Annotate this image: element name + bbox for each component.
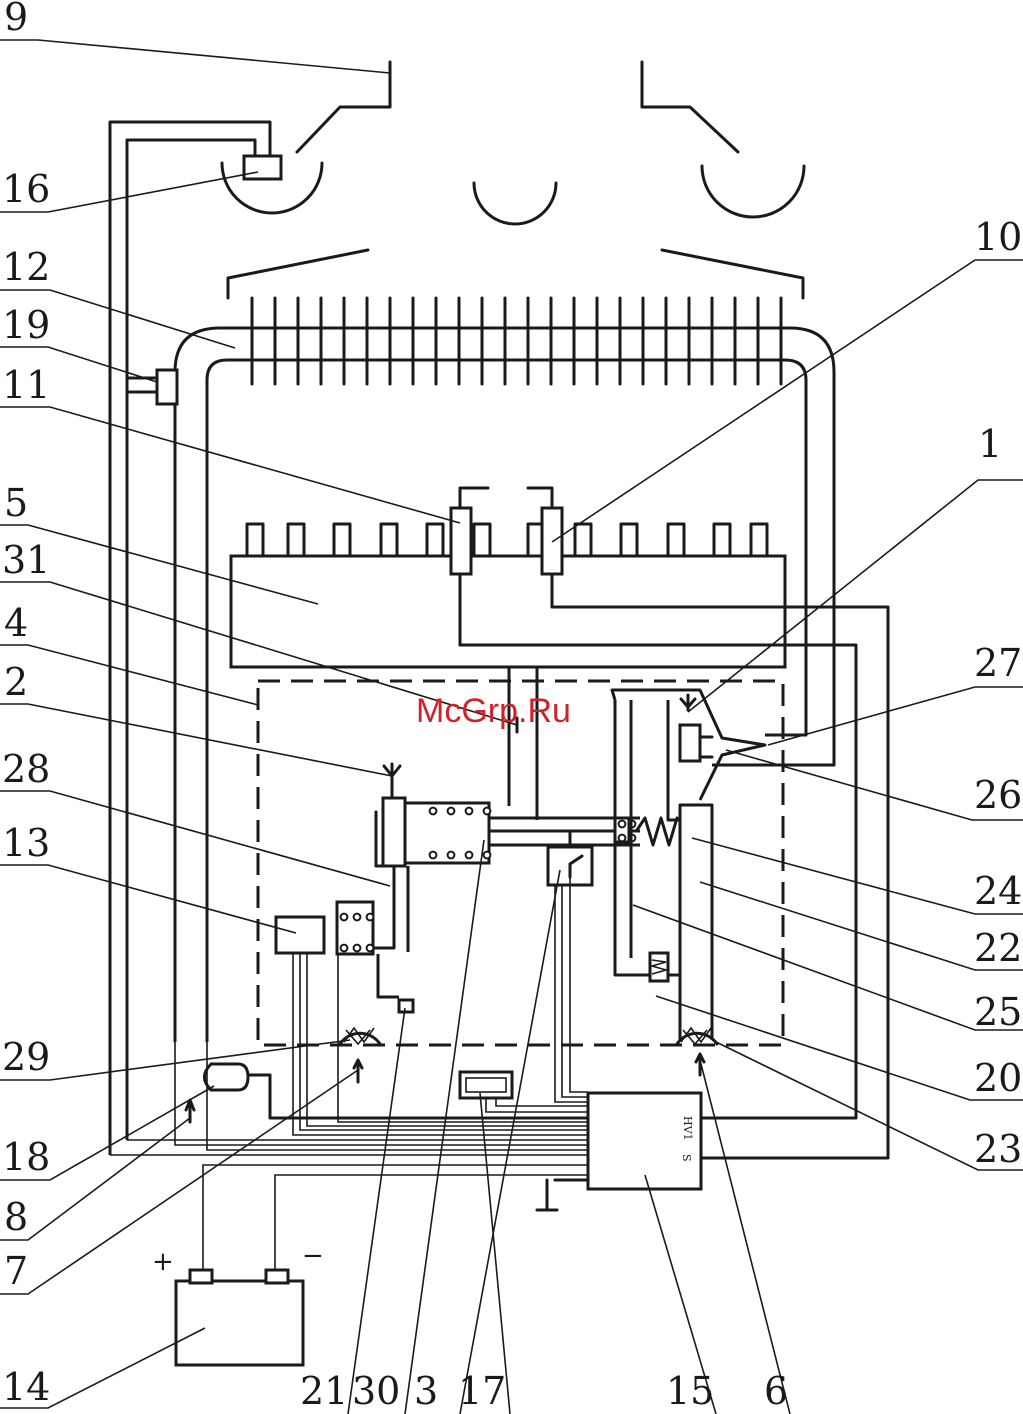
callout-22: 22 [974,926,1022,970]
callout-20: 20 [974,1056,1022,1100]
callout-5: 5 [4,481,28,525]
callout-27: 27 [974,641,1022,685]
callout-3: 3 [414,1369,438,1413]
callout-9: 9 [4,0,28,39]
exchanger-coil [175,328,834,1042]
gas-valve [376,764,405,866]
watermark: McGrp.Ru [416,692,571,730]
callout-16: 16 [2,167,50,211]
gas-passage [372,866,408,952]
secondary-solenoid [337,902,413,1012]
callout-6: 6 [764,1369,788,1413]
callout-11: 11 [2,363,50,407]
callout-15: 15 [666,1369,714,1413]
callout-10: 10 [974,215,1022,259]
callout-1: 1 [978,422,1002,466]
solenoid-coil [405,803,490,863]
callout-13: 13 [2,821,50,865]
controller-s-mark: S [680,1154,693,1162]
callout-17: 17 [458,1369,506,1413]
gas-filter [340,1028,380,1044]
callout-24: 24 [974,869,1022,913]
callout-2: 2 [4,660,28,704]
callout-18: 18 [2,1135,50,1179]
microswitch [548,831,592,885]
flue-hood [297,62,738,152]
battery-plus: + [152,1247,174,1277]
callout-21: 21 [300,1369,348,1413]
callout-8: 8 [4,1195,28,1239]
controller: HV1 S [537,1093,701,1210]
pressure-switch [276,917,324,953]
exchanger-hood-left [228,250,368,298]
deflector-right [702,166,804,217]
callout-19: 19 [2,303,50,347]
controller-hv-mark: HV1 [681,1116,694,1141]
callout-29: 29 [2,1035,50,1079]
deflector-center [474,183,556,224]
burner [231,556,785,667]
callout-28: 28 [2,747,50,791]
battery-minus: − [302,1241,324,1271]
callout-26: 26 [974,773,1022,817]
water-temp-sensor [157,370,177,404]
callout-4: 4 [4,601,28,645]
battery: + − [152,1241,324,1365]
burner-nozzles [247,524,767,556]
display-unit [460,1072,512,1098]
callout-12: 12 [2,245,50,289]
overheat-sensor [222,156,322,213]
callout-14: 14 [2,1365,50,1409]
exchanger-fins [252,298,781,384]
callout-30: 30 [352,1369,400,1413]
callout-7: 7 [4,1249,28,1293]
exchanger-hood-right [662,250,803,298]
callout-31: 31 [2,538,50,582]
callout-23: 23 [974,1127,1022,1171]
callout-25: 25 [974,990,1022,1034]
